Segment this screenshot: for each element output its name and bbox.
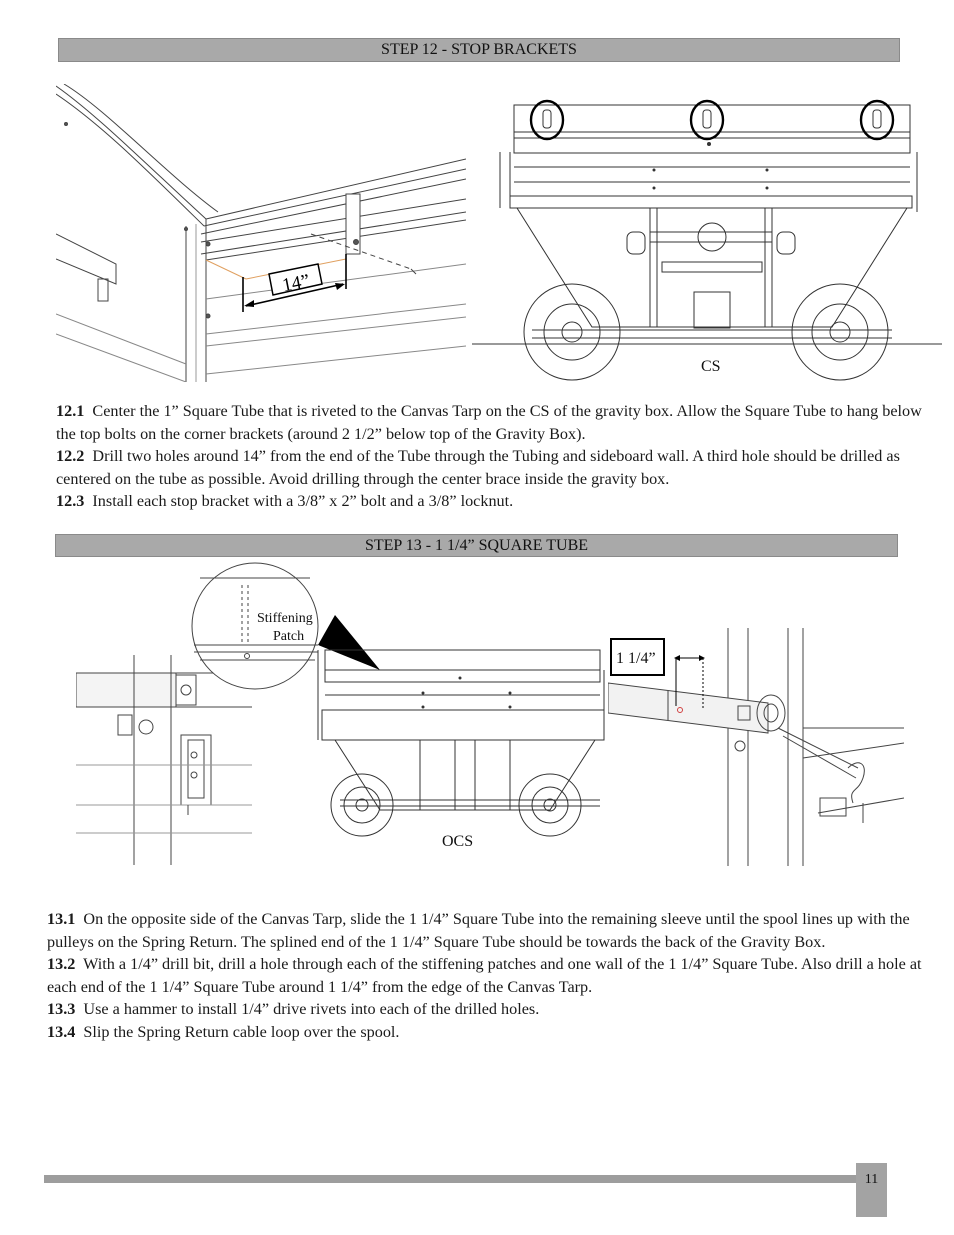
step12-instructions: 12.1 Center the 1” Square Tube that is r… — [56, 400, 926, 513]
cs-label: CS — [701, 358, 721, 375]
instruction-text: Slip the Spring Return cable loop over t… — [83, 1022, 400, 1041]
instruction-text: With a 1/4” drill bit, drill a hole thro… — [47, 955, 922, 996]
step13-banner: STEP 13 - 1 1/4” SQUARE TUBE — [55, 534, 898, 557]
instruction-text: Use a hammer to install 1/4” drive rivet… — [83, 1000, 540, 1019]
step12-corner-figure: 14” — [56, 84, 466, 382]
step13-spring-return-left-figure — [76, 655, 252, 865]
instruction-13-1: 13.1 On the opposite side of the Canvas … — [47, 908, 927, 953]
instruction-text: Drill two holes around 14” from the end … — [56, 447, 900, 488]
step13-gravity-box-ocs-figure: Stiffening Patch OCS — [191, 562, 605, 850]
instruction-13-2: 13.2 With a 1/4” drill bit, drill a hole… — [47, 953, 927, 998]
instruction-text: Center the 1” Square Tube that is rivete… — [56, 402, 922, 443]
dimension-1-1-4-label: 1 1/4” — [616, 650, 656, 667]
instruction-13-3: 13.3 Use a hammer to install 1/4” drive … — [47, 998, 927, 1021]
instruction-text: On the opposite side of the Canvas Tarp,… — [47, 910, 910, 951]
ocs-label: OCS — [442, 833, 473, 850]
instruction-13-4: 13.4 Slip the Spring Return cable loop o… — [47, 1021, 927, 1044]
stiffening-patch-callout-line2: Patch — [273, 629, 304, 644]
instruction-number: 12.3 — [56, 492, 85, 511]
step13-instructions: 13.1 On the opposite side of the Canvas … — [47, 908, 927, 1044]
footer-rule — [44, 1175, 856, 1183]
instruction-number: 12.2 — [56, 447, 85, 466]
stiffening-patch-callout-line1: Stiffening — [257, 611, 313, 626]
instruction-text: Install each stop bracket with a 3/8” x … — [92, 492, 514, 511]
step12-title: STEP 12 - STOP BRACKETS — [381, 41, 577, 58]
dimension-14-label: 14” — [281, 271, 312, 297]
step12-banner: STEP 12 - STOP BRACKETS — [58, 38, 900, 62]
instruction-12-2: 12.2 Drill two holes around 14” from the… — [56, 445, 926, 490]
instruction-12-3: 12.3 Install each stop bracket with a 3/… — [56, 490, 926, 513]
step13-square-tube-right-figure: 1 1/4” — [608, 628, 904, 866]
page-number: 11 — [856, 1163, 887, 1217]
instruction-12-1: 12.1 Center the 1” Square Tube that is r… — [56, 400, 926, 445]
instruction-number: 12.1 — [56, 402, 85, 420]
instruction-number: 13.2 — [47, 955, 76, 974]
instruction-number: 13.3 — [47, 1000, 76, 1019]
step12-gravity-box-cs-figure: CS — [472, 99, 942, 381]
step13-title: STEP 13 - 1 1/4” SQUARE TUBE — [364, 537, 589, 554]
instruction-number: 13.4 — [47, 1022, 76, 1041]
instruction-number: 13.1 — [47, 910, 76, 928]
